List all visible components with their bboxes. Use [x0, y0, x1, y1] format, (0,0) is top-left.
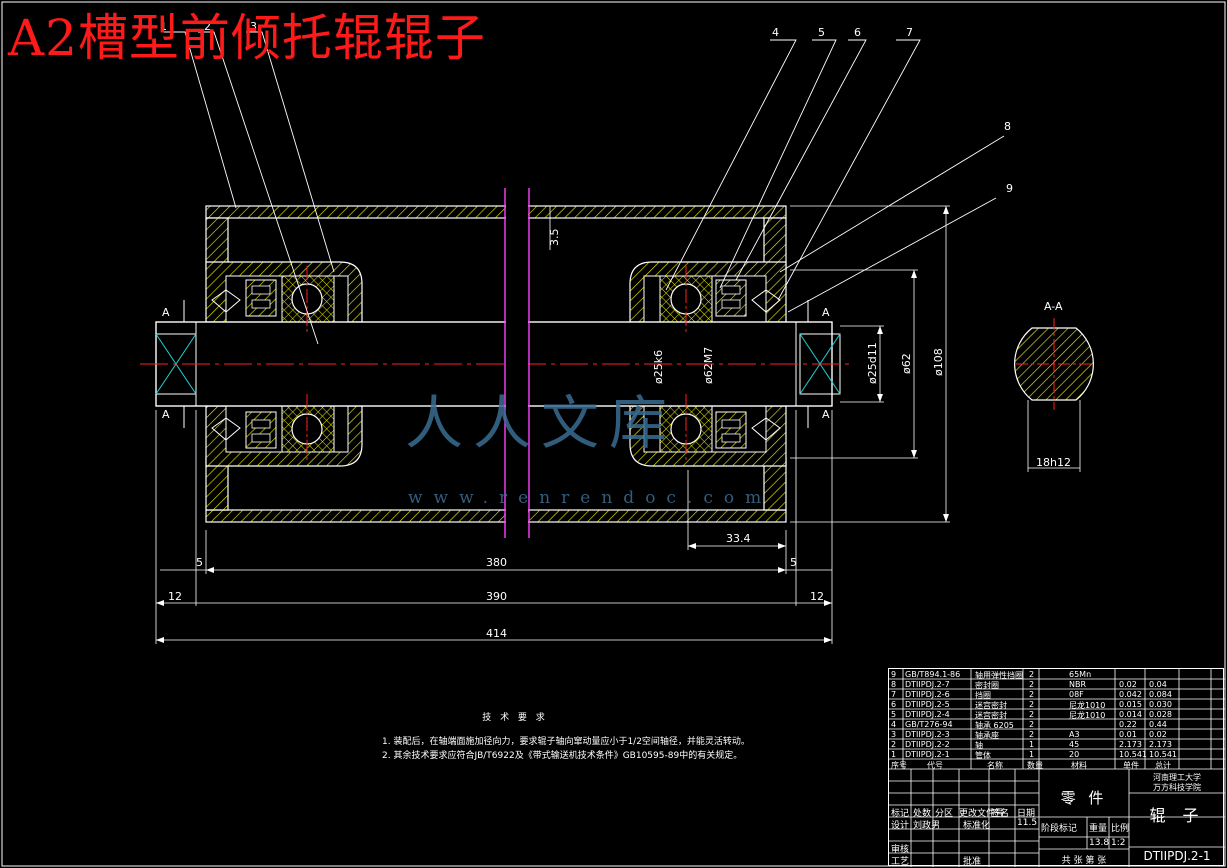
- drawing-number: DTIIPDJ.2-1: [1143, 849, 1211, 863]
- tech-notes-title: 技 术 要 求: [482, 713, 548, 723]
- dim-12-right: 12: [810, 590, 824, 603]
- parts-row: 2 DTIIPDJ.2-2 轴 1 45 2.173 2.173: [891, 740, 1172, 750]
- dim-phi25d11: ø25d11: [866, 342, 879, 384]
- dim-5-right: 5: [790, 556, 797, 569]
- balloon-7: 7: [906, 26, 913, 39]
- title-block: 9 GB/T894.1-86 轴用弹性挡圈 2 65Mn 8 DTIIPDJ.2…: [888, 668, 1225, 867]
- parts-row: 8 DTIIPDJ.2-7 密封圈 2 NBR 0.02 0.04: [891, 680, 1167, 690]
- balloon-4: 4: [772, 26, 779, 39]
- balloon-5: 5: [818, 26, 825, 39]
- balloon-1: 1: [160, 20, 167, 33]
- parts-row: 6 DTIIPDJ.2-5 迷宫密封 2 尼龙1010 0.015 0.030: [891, 700, 1172, 710]
- dim-phi108: ø108: [932, 348, 945, 376]
- parts-row: 3 DTIIPDJ.2-3 轴承座 2 A3 0.01 0.02: [891, 730, 1167, 740]
- drawing-title: A2槽型前倾托辊辊子: [8, 9, 486, 67]
- scale-label: 比例: [1111, 824, 1130, 834]
- stage-label: 阶段标记: [1041, 824, 1078, 834]
- dim-phi25k6: ø25k6: [652, 350, 665, 384]
- dim-414: 414: [486, 627, 507, 640]
- labyrinth-seal-left: [211, 279, 277, 449]
- parts-header-row: 序号 代号 名称 数量 材料 单件 总计: [891, 761, 1171, 770]
- balloon-8: 8: [1004, 120, 1011, 133]
- parts-row: 9 GB/T894.1-86 轴用弹性挡圈 2 65Mn: [891, 670, 1092, 680]
- dim-18h12: 18h12: [1036, 456, 1071, 469]
- watermark-text: 人人文库: [405, 389, 678, 457]
- section-label: A-A: [1044, 300, 1063, 313]
- dim-390: 390: [486, 590, 507, 603]
- mark-row: 标记 处数 分区 更改文件号 签名 日期: [891, 809, 1036, 818]
- department: 万方科技学院: [1153, 783, 1201, 792]
- balloon-6: 6: [854, 26, 861, 39]
- dim-33-4: 33.4: [726, 532, 751, 545]
- sheets: 共 张 第 张: [1061, 856, 1107, 866]
- dim-5-left: 5: [196, 556, 203, 569]
- section-mark-right-top: A: [822, 306, 830, 319]
- parts-row: 7 DTIIPDJ.2-6 挡圈 2 08F 0.042 0.084: [891, 690, 1172, 700]
- balloon-9: 9: [1006, 182, 1013, 195]
- parts-row: 4 GB/T276-94 轴承 6205 2 0.22 0.44: [891, 720, 1167, 730]
- watermark-url: www.renrendoc.com: [408, 488, 773, 508]
- dim-12-left: 12: [168, 590, 182, 603]
- part-label: 零 件: [1060, 789, 1108, 807]
- dimension-lines: [155, 205, 950, 644]
- dim-phi62: ø62: [900, 353, 913, 374]
- weight-value: 13.8: [1089, 838, 1109, 848]
- drawing-name: 辊 子: [1149, 806, 1205, 825]
- section-mark-left-bottom: A: [162, 408, 170, 421]
- dim-3-5: 3.5: [548, 229, 561, 247]
- dim-380: 380: [486, 556, 507, 569]
- dim-phi62m7: ø62M7: [702, 347, 715, 384]
- parts-row: 1 DTIIPDJ.2-1 管体 1 20 10.541 10.541: [891, 750, 1177, 760]
- process-row: 工艺 批准: [891, 857, 982, 866]
- weight-label: 重量: [1089, 824, 1108, 834]
- section-markers: [183, 300, 809, 428]
- design-row: 设计 刘政男 标准化 11.5: [891, 818, 1038, 830]
- tech-note-line-2: 2. 其余技术要求应符合JB/T6922及《带式输送机技术条件》GB10595-…: [382, 751, 743, 761]
- scale-value: 1:2: [1111, 838, 1126, 848]
- section-mark-right-bottom: A: [822, 408, 830, 421]
- dimension-arrows: [156, 206, 949, 643]
- section-a-a: [1014, 318, 1094, 472]
- title-block-grid: [889, 669, 1225, 867]
- tech-note-line-1: 1. 装配后，在轴端面施加径向力，要求辊子轴向窜动量应小于1/2空间轴径，并能灵…: [382, 737, 750, 747]
- parts-row: 5 DTIIPDJ.2-4 迷宫密封 2 尼龙1010 0.014 0.028: [891, 710, 1172, 720]
- tube-body: [205, 205, 787, 523]
- labyrinth-seal-right: [715, 279, 781, 449]
- centerlines: [140, 266, 850, 462]
- organization: 河南理工大学: [1153, 773, 1201, 782]
- section-mark-left-top: A: [162, 306, 170, 319]
- balloon-3: 3: [250, 20, 257, 33]
- break-lines: [504, 188, 530, 538]
- balloon-2: 2: [204, 20, 211, 33]
- leader-lines: [162, 31, 1005, 345]
- review-row: 审核: [891, 845, 910, 854]
